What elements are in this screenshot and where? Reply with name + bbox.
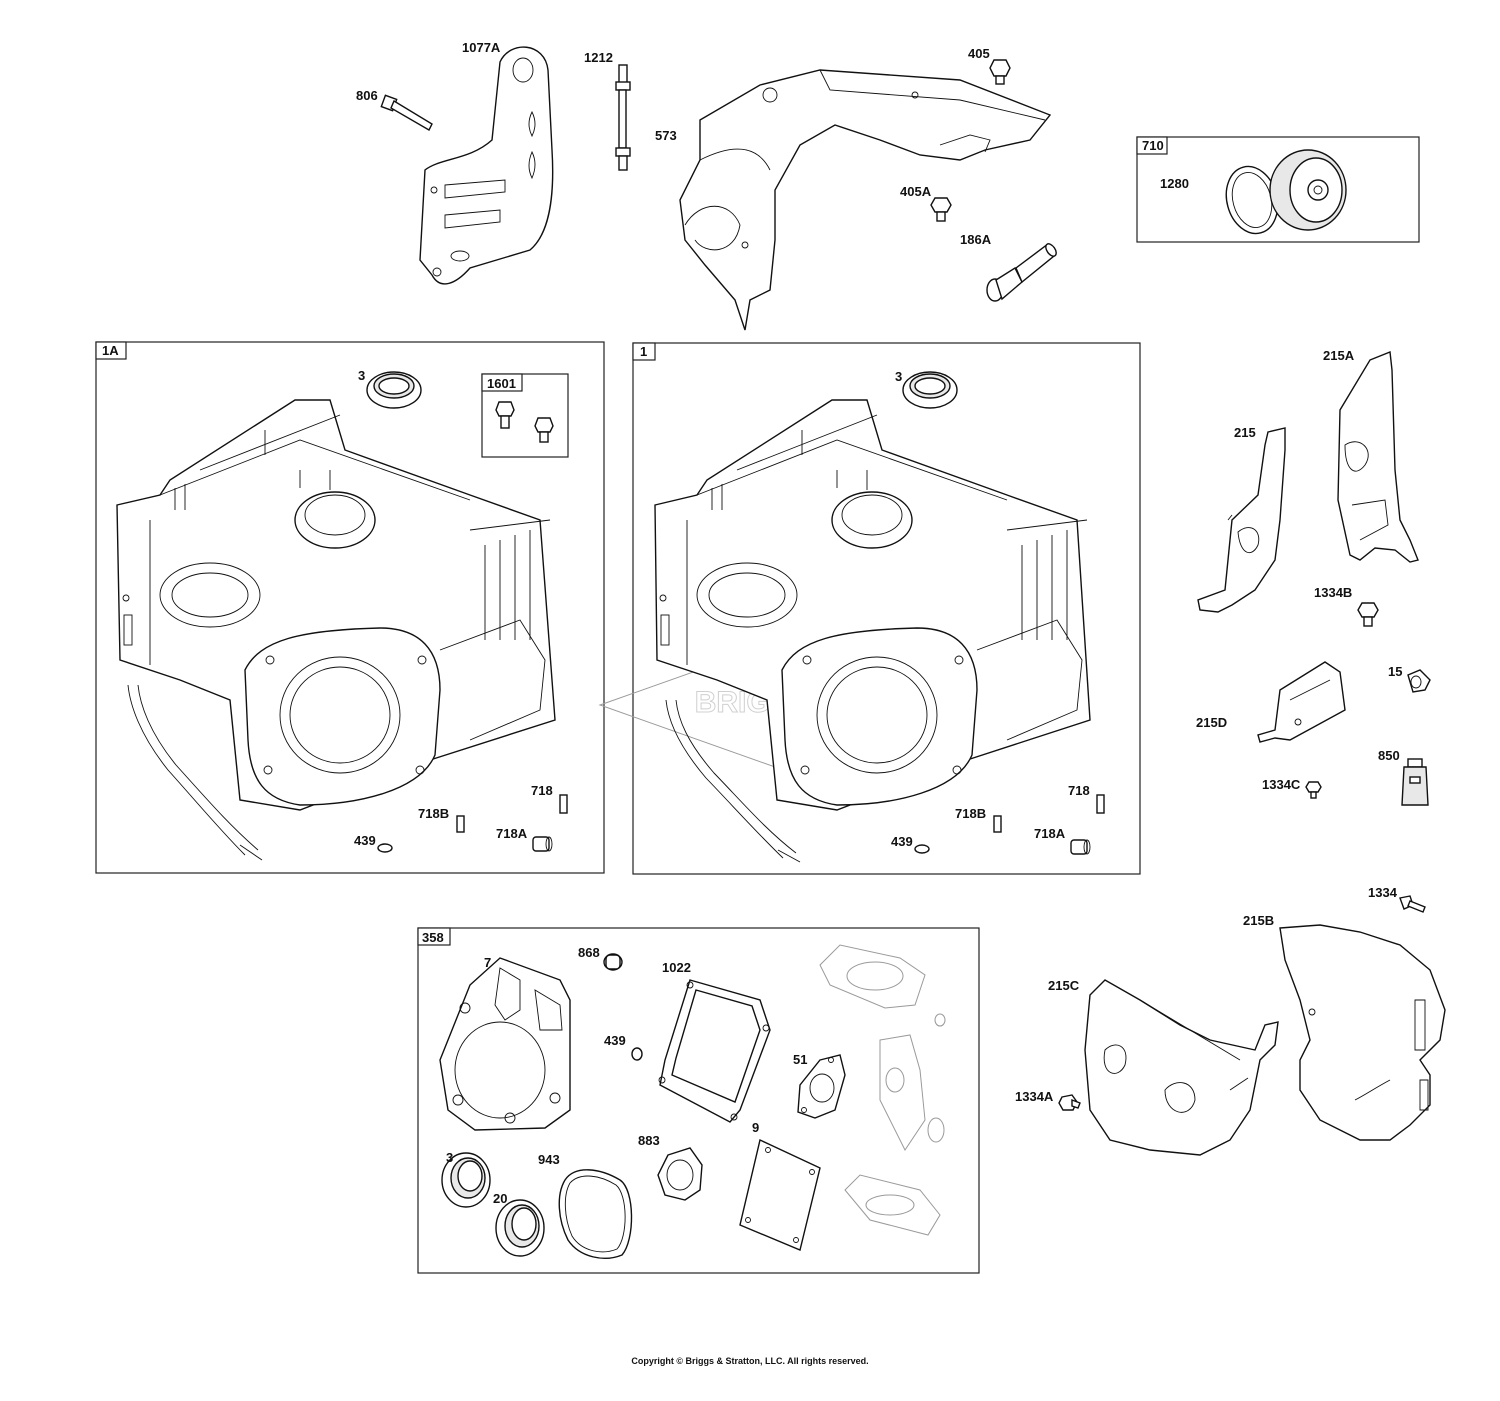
label-1334A: 1334A (1015, 1089, 1054, 1104)
assembly-1-box (632, 342, 1141, 875)
kit-358-box (417, 927, 980, 1274)
label-1077A: 1077A (462, 40, 501, 55)
part-215C-shroud (1084, 979, 1279, 1156)
label-405: 405 (968, 46, 990, 61)
label-883: 883 (638, 1133, 660, 1148)
label-806: 806 (356, 88, 378, 103)
part-20-seal (495, 1199, 545, 1257)
part-1077A-bracket (419, 46, 554, 285)
label-15: 15 (1388, 664, 1402, 679)
part-15-plug (1407, 669, 1431, 693)
part-7-head-gasket (439, 957, 571, 1131)
part-1A-crankcase (116, 399, 556, 811)
part-439-oring-right (914, 844, 930, 854)
label-1334: 1334 (1368, 885, 1398, 900)
label-868: 868 (578, 945, 600, 960)
part-806-bolt (380, 94, 433, 131)
label-3-left: 3 (358, 368, 365, 383)
label-186A: 186A (960, 232, 992, 247)
label-405A: 405A (900, 184, 932, 199)
part-405-screw (989, 59, 1011, 85)
part-dipstick-tube-right (665, 699, 801, 863)
part-573-shroud (679, 69, 1052, 331)
label-215D: 215D (1196, 715, 1227, 730)
label-215C: 215C (1048, 978, 1080, 993)
part-718-pin-right (1096, 794, 1105, 814)
label-439-right: 439 (891, 834, 913, 849)
label-1: 1 (640, 344, 647, 359)
copyright-notice: Copyright © Briggs & Stratton, LLC. All … (631, 1356, 869, 1366)
label-7: 7 (484, 955, 491, 970)
part-215A-baffle (1337, 351, 1419, 563)
part-1334-screw (1399, 895, 1426, 913)
label-718B-right: 718B (955, 806, 986, 821)
label-20: 20 (493, 1191, 507, 1206)
part-718B-pin-left (456, 815, 465, 833)
part-718A-sleeve-right (1070, 839, 1091, 855)
part-868-seal (603, 953, 623, 971)
part-3-seal-left (366, 371, 422, 409)
part-51-gasket (797, 1054, 846, 1119)
label-215B: 215B (1243, 913, 1274, 928)
label-215A: 215A (1323, 348, 1355, 363)
part-1334A-screw (1058, 1094, 1081, 1111)
label-358: 358 (422, 930, 444, 945)
label-718A-right: 718A (1034, 826, 1066, 841)
label-710: 710 (1142, 138, 1164, 153)
part-1212-stud (615, 64, 631, 171)
label-850: 850 (1378, 748, 1400, 763)
label-718-right: 718 (1068, 783, 1090, 798)
label-439-left: 439 (354, 833, 376, 848)
label-439-kit: 439 (604, 1033, 626, 1048)
label-9: 9 (752, 1120, 759, 1135)
label-1280: 1280 (1160, 176, 1189, 191)
label-1212: 1212 (584, 50, 613, 65)
label-1334B: 1334B (1314, 585, 1352, 600)
label-51: 51 (793, 1052, 807, 1067)
kit-710-box (1136, 136, 1420, 243)
part-883-gasket (657, 1147, 703, 1201)
part-9-gasket (739, 1139, 821, 1251)
part-dipstick-tube-left (127, 684, 263, 861)
part-943-seal (558, 1169, 633, 1259)
label-3-kit: 3 (446, 1150, 453, 1165)
label-718-left: 718 (531, 783, 553, 798)
part-1-crankcase (654, 399, 1091, 811)
label-718B-left: 718B (418, 806, 449, 821)
label-943: 943 (538, 1152, 560, 1167)
part-1334C-screw (1305, 781, 1322, 799)
part-718A-sleeve-left (532, 836, 553, 852)
part-850-sealant-tube (1401, 758, 1429, 806)
part-439-oring-kit (631, 1047, 643, 1061)
label-573: 573 (655, 128, 677, 143)
ghost-gaskets (819, 944, 946, 1236)
part-405A-screw (930, 197, 952, 222)
part-1022-gasket (658, 979, 771, 1123)
part-3-seal-kit (441, 1152, 491, 1208)
label-1A: 1A (102, 343, 119, 358)
label-1022: 1022 (662, 960, 691, 975)
part-3-seal-right (902, 371, 958, 409)
kit-1601-box (481, 373, 569, 458)
label-1334C: 1334C (1262, 777, 1301, 792)
label-215: 215 (1234, 425, 1256, 440)
part-215D-cover (1257, 661, 1346, 743)
part-1334B-screw (1357, 602, 1379, 627)
label-3-right: 3 (895, 369, 902, 384)
part-215-baffle (1197, 427, 1286, 613)
assembly-1A-box (95, 341, 605, 874)
part-439-oring-left (377, 843, 393, 853)
part-215B-shroud (1279, 924, 1446, 1141)
part-718B-pin-right (993, 815, 1002, 833)
part-186A-fitting (986, 242, 1057, 302)
label-1601: 1601 (487, 376, 516, 391)
label-718A-left: 718A (496, 826, 528, 841)
part-718-pin-left (559, 794, 568, 814)
